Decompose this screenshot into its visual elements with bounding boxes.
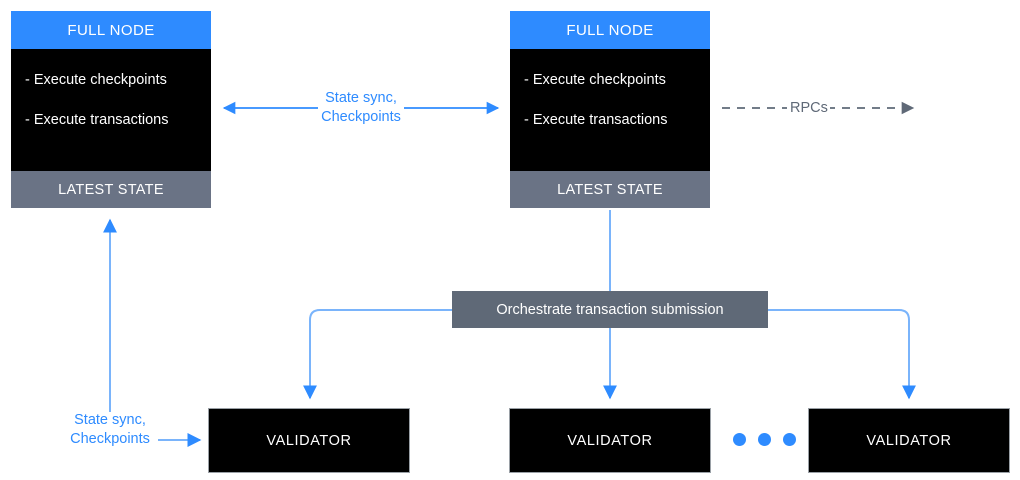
- ellipsis-dot-1: [733, 433, 746, 446]
- validator-2-label: VALIDATOR: [567, 432, 653, 449]
- edge-label-rpcs: RPCs: [788, 99, 830, 117]
- edge-orchestrate-to-validator-1: [303, 309, 452, 400]
- full-node-left[interactable]: FULL NODE - Execute checkpoints - Execut…: [11, 11, 211, 208]
- full-node-left-bullet-2: - Execute transactions: [25, 112, 169, 128]
- full-node-left-bullet-1: - Execute checkpoints: [25, 72, 167, 88]
- edge-label-state-sync-validator: State sync, Checkpoints: [70, 412, 150, 447]
- full-node-right[interactable]: FULL NODE - Execute checkpoints - Execut…: [510, 11, 710, 208]
- full-node-right-bullet-2: - Execute transactions: [524, 112, 668, 128]
- full-node-right-body: - Execute checkpoints - Execute transact…: [510, 49, 710, 171]
- ellipsis-dot-2: [758, 433, 771, 446]
- full-node-left-latest-state: LATEST STATE: [11, 171, 211, 208]
- orchestrate-label: Orchestrate transaction submission: [496, 301, 724, 318]
- edge-orchestrate-to-validator-3: [768, 309, 916, 400]
- validator-3[interactable]: VALIDATOR: [808, 408, 1010, 473]
- ellipsis-dots: [733, 433, 796, 446]
- validator-2[interactable]: VALIDATOR: [509, 408, 711, 473]
- edge-label-state-sync-fullnodes: State sync, Checkpoints: [321, 90, 401, 125]
- full-node-right-latest-state: LATEST STATE: [510, 171, 710, 208]
- validator-1-label: VALIDATOR: [266, 432, 352, 449]
- orchestrate-transaction-submission-box[interactable]: Orchestrate transaction submission: [452, 291, 768, 328]
- ellipsis-dot-3: [783, 433, 796, 446]
- full-node-right-bullet-1: - Execute checkpoints: [524, 72, 666, 88]
- validator-1[interactable]: VALIDATOR: [208, 408, 410, 473]
- full-node-left-header: FULL NODE: [11, 11, 211, 49]
- full-node-right-header: FULL NODE: [510, 11, 710, 49]
- full-node-left-body: - Execute checkpoints - Execute transact…: [11, 49, 211, 171]
- validator-3-label: VALIDATOR: [866, 432, 952, 449]
